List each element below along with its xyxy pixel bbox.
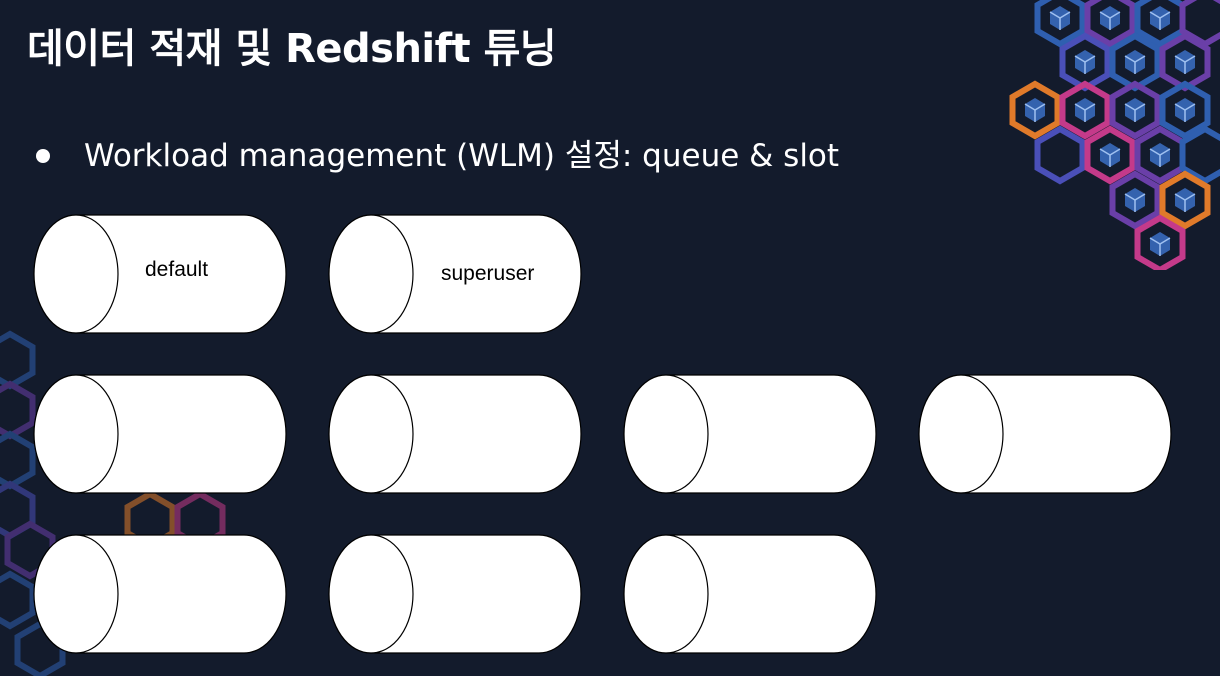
slide-title: 데이터 적재 및 Redshift 튜닝 [27, 26, 557, 72]
queue-cylinder [328, 534, 582, 654]
queue-cylinder [33, 534, 287, 654]
queue-cylinder [918, 374, 1172, 494]
cylinder-cap [623, 374, 709, 494]
queue-cylinder [33, 374, 287, 494]
bullet-dot-icon [36, 148, 50, 163]
queue-label: default [145, 258, 209, 281]
cylinder-cap [328, 374, 414, 494]
queue-cylinder [623, 534, 877, 654]
cylinder-cap [328, 534, 414, 654]
cylinder-cap [623, 534, 709, 654]
bullet-text: Workload management (WLM) 설정: queue & sl… [84, 138, 840, 174]
cylinder-cap [33, 374, 119, 494]
queue-label: superuser [441, 262, 535, 285]
queue-cylinder: superuser [328, 214, 582, 334]
cylinder-cap [33, 534, 119, 654]
cylinder-cap [33, 214, 119, 334]
hexagon-cluster-top-right-icon [990, 0, 1220, 270]
queue-cylinder: default [33, 214, 287, 334]
queue-cylinder [328, 374, 582, 494]
cylinder-cap [918, 374, 1004, 494]
queue-cylinder [623, 374, 877, 494]
bullet-item: Workload management (WLM) 설정: queue & sl… [36, 130, 839, 175]
cylinder-cap [328, 214, 414, 334]
